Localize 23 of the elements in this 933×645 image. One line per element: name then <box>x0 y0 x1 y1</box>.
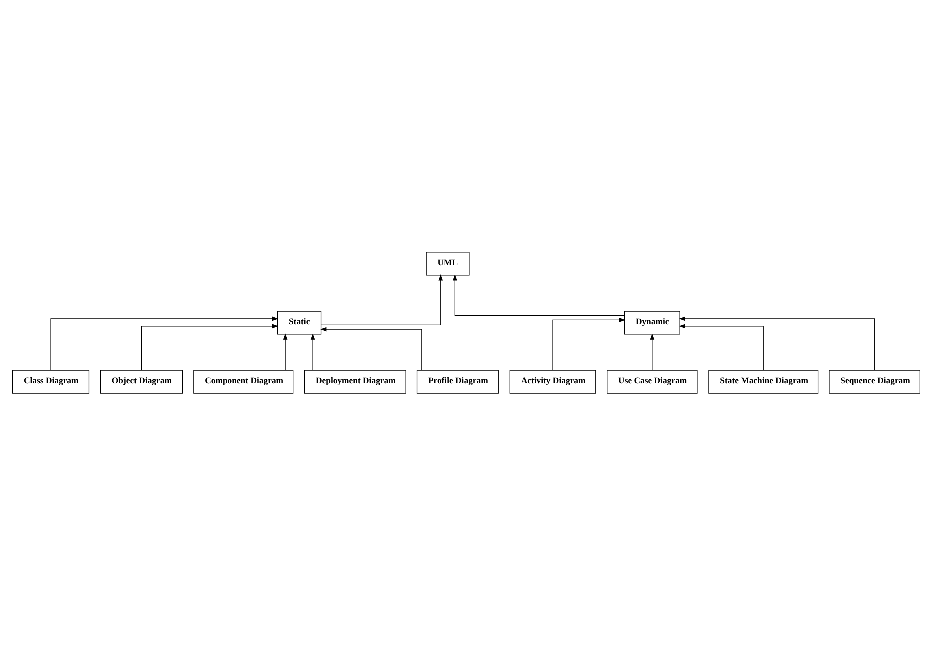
node-box: Class Diagram <box>12 370 90 394</box>
arrow <box>320 326 422 370</box>
node-box: Static <box>277 310 322 334</box>
node-box: State Machine Diagram <box>708 370 819 394</box>
arrow <box>50 316 279 370</box>
arrow <box>452 274 625 316</box>
arrow <box>650 333 655 370</box>
node-box: Use Case Diagram <box>607 370 698 394</box>
node-box: Profile Diagram <box>416 370 499 394</box>
arrow <box>310 333 316 370</box>
arrow <box>679 324 764 370</box>
arrow <box>283 333 288 370</box>
arrow <box>141 324 279 370</box>
node-box: Dynamic <box>624 310 680 334</box>
arrow <box>552 318 626 370</box>
node-box: Object Diagram <box>100 370 184 394</box>
node-box: UML <box>426 252 470 276</box>
arrow <box>321 274 444 325</box>
node-box: Activity Diagram <box>510 370 596 394</box>
node-box: Sequence Diagram <box>829 370 920 394</box>
node-box: Deployment Diagram <box>304 370 406 394</box>
arrow <box>679 316 876 370</box>
node-box: Component Diagram <box>194 370 294 394</box>
